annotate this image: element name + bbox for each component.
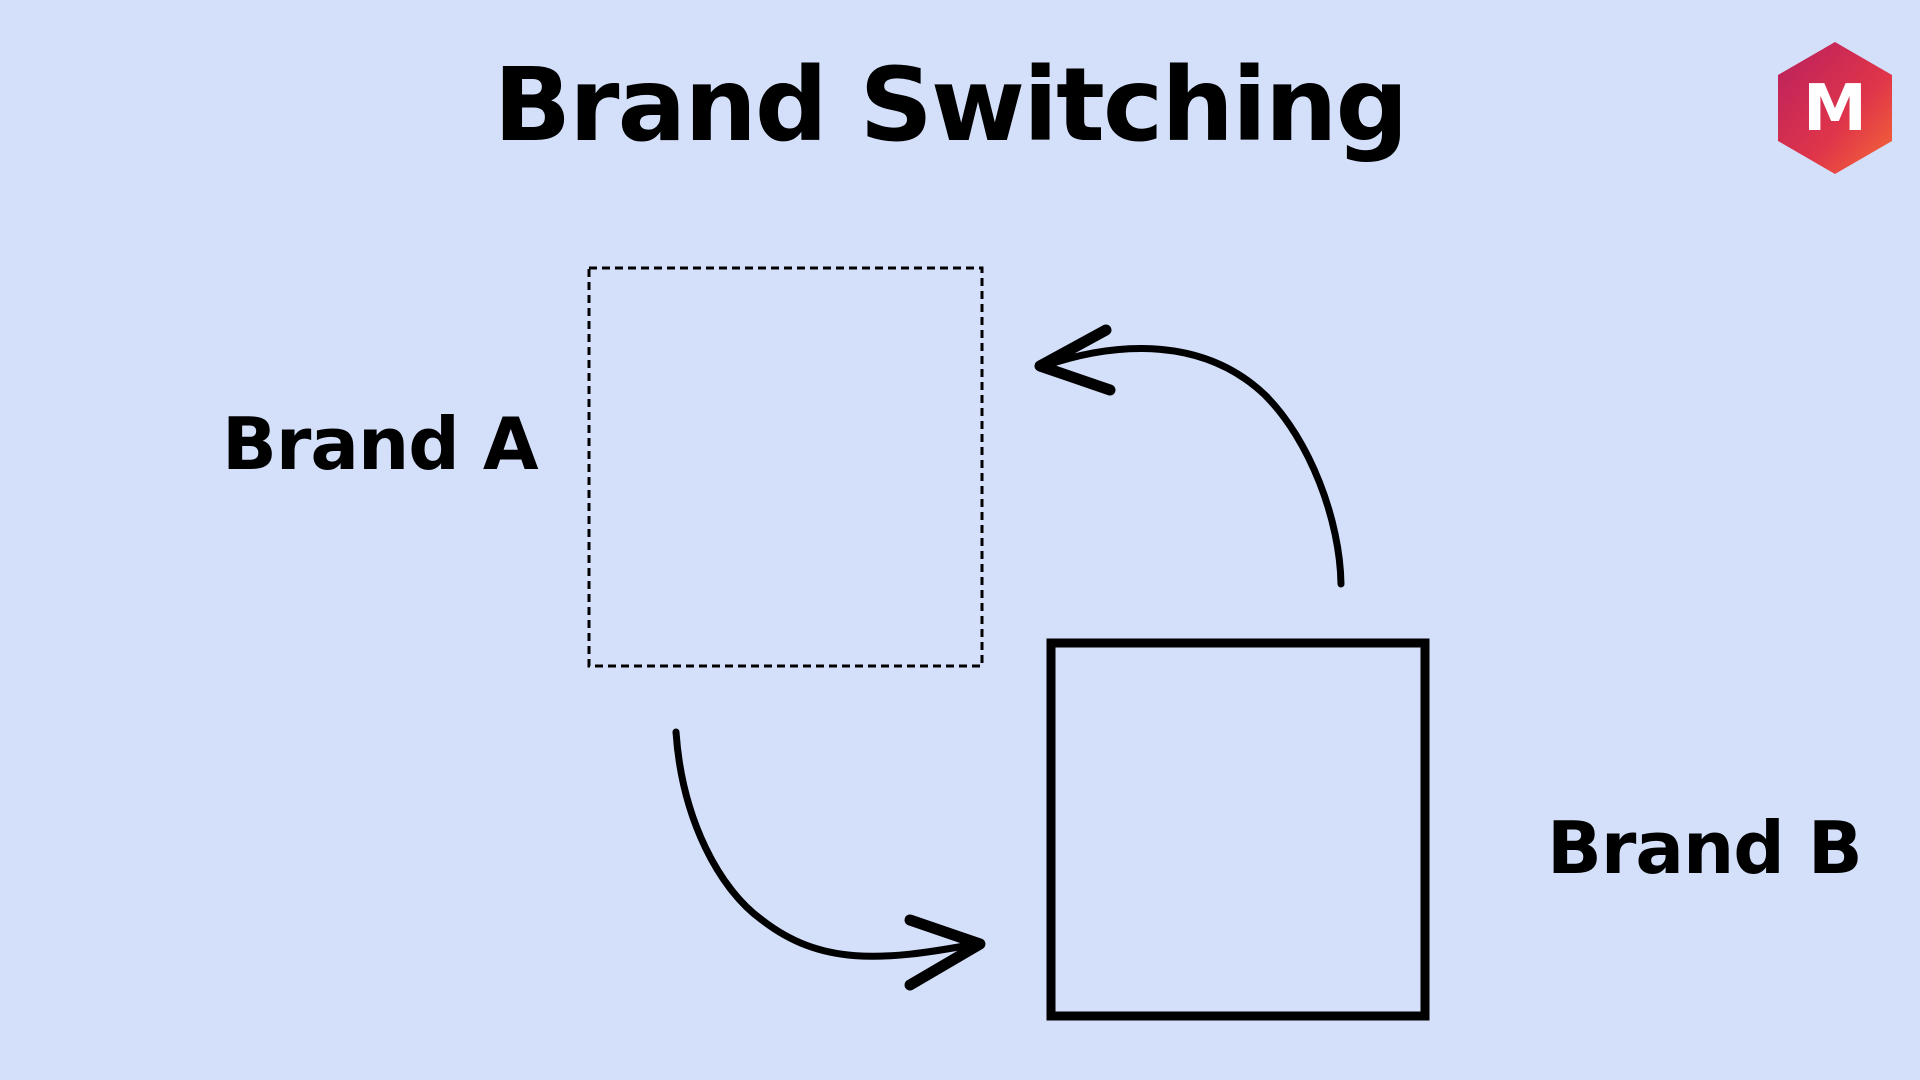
brand-a-box: [587, 266, 984, 668]
page-title: Brand Switching: [493, 46, 1408, 165]
arrow-b-to-a: [1034, 324, 1345, 588]
m-hexagon-logo-icon: M: [1778, 42, 1892, 174]
logo-letter: M: [1803, 72, 1867, 146]
brand-a-label: Brand A: [222, 402, 539, 486]
brand-b-box: [1046, 638, 1430, 1021]
brand-b-label: Brand B: [1547, 806, 1863, 890]
arrow-a-to-b: [672, 728, 986, 991]
